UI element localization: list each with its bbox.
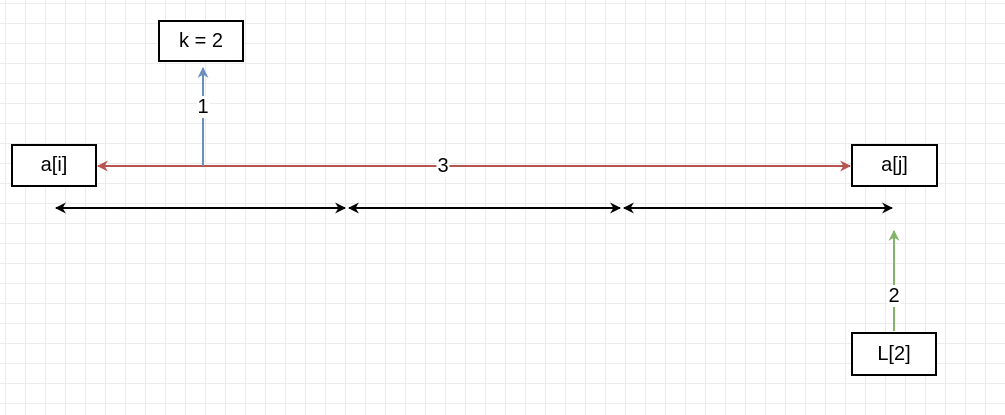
a-j-box: a[j] bbox=[851, 144, 938, 187]
l-2-box: L[2] bbox=[851, 332, 937, 376]
a-i-box: a[i] bbox=[11, 144, 97, 187]
blue-arrow-label: 1 bbox=[196, 96, 210, 118]
k-box: k = 2 bbox=[158, 20, 244, 62]
green-arrow-label: 2 bbox=[887, 285, 901, 307]
red-arrow-label: 3 bbox=[436, 155, 450, 177]
